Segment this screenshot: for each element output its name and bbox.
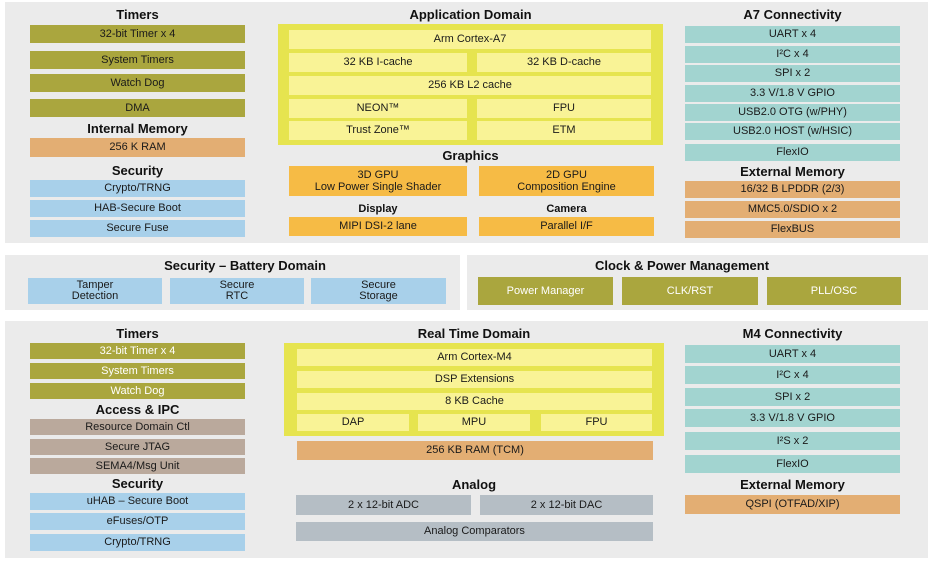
adc: 2 x 12-bit ADC bbox=[296, 495, 471, 515]
battery-title: Security – Battery Domain bbox=[164, 258, 326, 273]
trust-zone: Trust Zone™ bbox=[289, 121, 467, 140]
uhab-secure-boot: uHAB – Secure Boot bbox=[30, 493, 245, 510]
m4-i2c: I²C x 4 bbox=[685, 366, 900, 384]
tamper-line2: Detection bbox=[71, 290, 119, 302]
pll-osc: PLL/OSC bbox=[767, 277, 901, 305]
gpu-3d-line1: 3D GPU bbox=[357, 169, 399, 181]
storage-line2: Storage bbox=[359, 290, 398, 302]
top-external-memory-title: External Memory bbox=[740, 164, 845, 179]
a7-usb-host: USB2.0 HOST (w/HSIC) bbox=[685, 123, 900, 140]
gpu-3d-line2: Low Power Single Shader bbox=[314, 181, 442, 193]
bottom-crypto-trng: Crypto/TRNG bbox=[30, 534, 245, 551]
top-timers-title: Timers bbox=[116, 7, 159, 22]
qspi: QSPI (OTFAD/XIP) bbox=[685, 495, 900, 514]
top-system-timers: System Timers bbox=[30, 51, 245, 69]
tcm-ram: 256 KB RAM (TCM) bbox=[297, 441, 653, 460]
bottom-timers-title: Timers bbox=[116, 326, 159, 341]
a7-fpu: FPU bbox=[477, 99, 651, 118]
bottom-timer-32bit: 32-bit Timer x 4 bbox=[30, 343, 245, 359]
rtc-line1: Secure bbox=[219, 279, 255, 291]
top-timer-32bit: 32-bit Timer x 4 bbox=[30, 25, 245, 43]
top-secure-fuse: Secure Fuse bbox=[30, 220, 245, 237]
dsp-extensions: DSP Extensions bbox=[297, 371, 652, 388]
a7-connectivity-title: A7 Connectivity bbox=[743, 7, 842, 22]
dcache: 32 KB D-cache bbox=[477, 53, 651, 72]
camera-title: Camera bbox=[546, 203, 587, 215]
top-watch-dog: Watch Dog bbox=[30, 74, 245, 92]
top-crypto-trng: Crypto/TRNG bbox=[30, 180, 245, 197]
top-dma: DMA bbox=[30, 99, 245, 117]
power-manager: Power Manager bbox=[478, 277, 613, 305]
gpu-2d-line2: Composition Engine bbox=[517, 181, 616, 193]
graphics-title: Graphics bbox=[442, 148, 499, 163]
a7-gpio: 3.3 V/1.8 V GPIO bbox=[685, 85, 900, 102]
a7-i2c: I²C x 4 bbox=[685, 46, 900, 63]
resource-domain-ctl: Resource Domain Ctl bbox=[30, 419, 245, 435]
tamper-line1: Tamper bbox=[76, 279, 114, 291]
m4-fpu: FPU bbox=[541, 414, 652, 431]
display-title: Display bbox=[358, 203, 398, 215]
m4-flexio: FlexIO bbox=[685, 455, 900, 473]
m4-gpio: 3.3 V/1.8 V GPIO bbox=[685, 409, 900, 427]
analog-title: Analog bbox=[451, 477, 497, 492]
etm: ETM bbox=[477, 121, 651, 140]
clock-power-title: Clock & Power Management bbox=[594, 258, 770, 273]
arm-cortex-m4: Arm Cortex-M4 bbox=[297, 349, 652, 366]
icache: 32 KB I-cache bbox=[289, 53, 467, 72]
access-ipc-title: Access & IPC bbox=[95, 402, 180, 417]
sema4-msg-unit: SEMA4/Msg Unit bbox=[30, 458, 245, 474]
bottom-watch-dog: Watch Dog bbox=[30, 383, 245, 399]
m4-connectivity-title: M4 Connectivity bbox=[742, 326, 843, 341]
tamper-detection: Tamper Detection bbox=[28, 278, 162, 304]
mmc-sdio: MMC5.0/SDIO x 2 bbox=[685, 201, 900, 218]
top-security-title: Security bbox=[111, 163, 164, 178]
application-domain-title: Application Domain bbox=[409, 7, 532, 22]
flexbus: FlexBUS bbox=[685, 221, 900, 238]
gpu-3d: 3D GPU Low Power Single Shader bbox=[289, 166, 467, 196]
a7-spi: SPI x 2 bbox=[685, 65, 900, 82]
arm-cortex-a7: Arm Cortex-A7 bbox=[289, 30, 651, 49]
analog-comparators: Analog Comparators bbox=[296, 522, 653, 541]
internal-ram: 256 K RAM bbox=[30, 138, 245, 157]
m4-spi: SPI x 2 bbox=[685, 388, 900, 406]
secure-storage: Secure Storage bbox=[311, 278, 446, 304]
lpddr: 16/32 B LPDDR (2/3) bbox=[685, 181, 900, 198]
dac: 2 x 12-bit DAC bbox=[480, 495, 653, 515]
parallel-if: Parallel I/F bbox=[479, 217, 654, 236]
internal-memory-title: Internal Memory bbox=[87, 121, 188, 136]
mpu: MPU bbox=[418, 414, 530, 431]
gpu-2d: 2D GPU Composition Engine bbox=[479, 166, 654, 196]
clk-rst: CLK/RST bbox=[622, 277, 758, 305]
bottom-external-memory-title: External Memory bbox=[740, 477, 845, 492]
m4-cache: 8 KB Cache bbox=[297, 393, 652, 410]
l2-cache: 256 KB L2 cache bbox=[289, 76, 651, 95]
top-hab-secure-boot: HAB-Secure Boot bbox=[30, 200, 245, 217]
storage-line1: Secure bbox=[361, 279, 396, 291]
mipi-dsi: MIPI DSI-2 lane bbox=[289, 217, 467, 236]
realtime-domain-title: Real Time Domain bbox=[417, 326, 531, 341]
a7-flexio: FlexIO bbox=[685, 144, 900, 161]
gpu-2d-line1: 2D GPU bbox=[546, 169, 587, 181]
neon: NEON™ bbox=[289, 99, 467, 118]
a7-uart: UART x 4 bbox=[685, 26, 900, 43]
secure-jtag: Secure JTAG bbox=[30, 439, 245, 455]
bottom-security-title: Security bbox=[111, 476, 164, 491]
m4-i2s: I²S x 2 bbox=[685, 432, 900, 450]
a7-usb-otg: USB2.0 OTG (w/PHY) bbox=[685, 104, 900, 121]
efuses-otp: eFuses/OTP bbox=[30, 513, 245, 530]
dap: DAP bbox=[297, 414, 409, 431]
secure-rtc: Secure RTC bbox=[170, 278, 304, 304]
rtc-line2: RTC bbox=[225, 290, 249, 302]
bottom-system-timers: System Timers bbox=[30, 363, 245, 379]
m4-uart: UART x 4 bbox=[685, 345, 900, 363]
